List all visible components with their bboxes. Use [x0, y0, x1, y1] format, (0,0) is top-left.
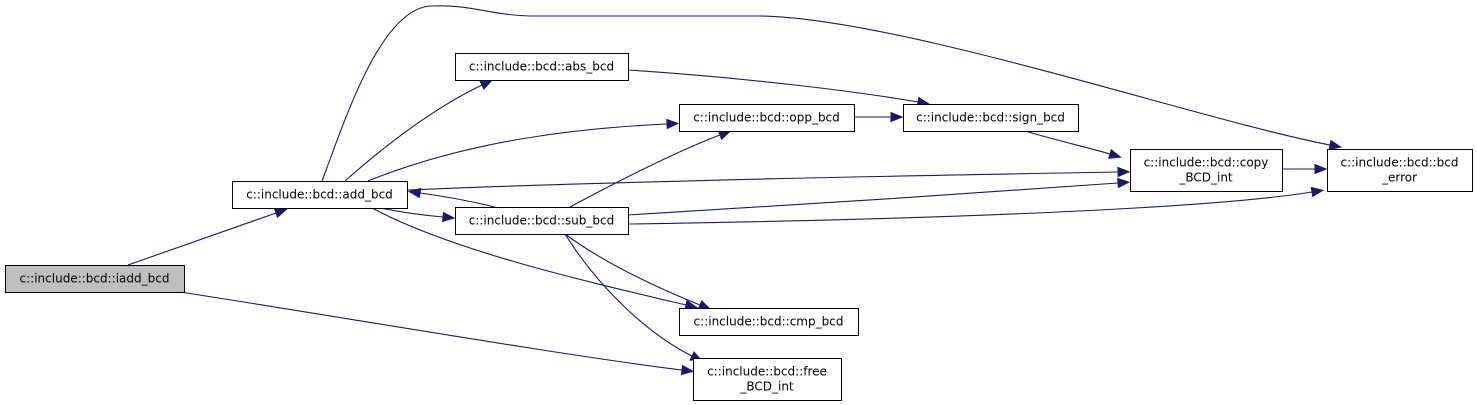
- node-label: _error: [1381, 171, 1417, 185]
- edge-line: [379, 207, 444, 218]
- edge-line: [406, 171, 1119, 191]
- node-box[interactable]: [679, 308, 859, 336]
- edge-line: [564, 233, 701, 306]
- arrowhead-icon: [479, 79, 494, 90]
- node-copy_BCD_int[interactable]: c::include::bcd::copy_BCD_int: [1130, 149, 1283, 192]
- edge-line: [419, 192, 496, 208]
- edge-add_bcd-to-abs_bcd: [344, 79, 494, 182]
- edge-line: [627, 69, 919, 103]
- edges-layer: [127, 5, 1343, 376]
- edge-add_bcd-to-opp_bcd: [367, 118, 680, 182]
- node-box[interactable]: [232, 181, 408, 209]
- node-label: c::include::bcd::cmp_bcd: [694, 315, 844, 329]
- node-label: c::include::bcd::free: [707, 365, 827, 379]
- edge-line: [179, 291, 683, 371]
- node-label: _BCD_int: [739, 380, 794, 394]
- edge-abs_bcd-to-sign_bcd: [627, 69, 931, 108]
- edge-line: [569, 134, 721, 208]
- node-label: c::include::bcd::copy: [1144, 156, 1269, 170]
- edge-add_bcd-to-copy_BCD_int: [406, 166, 1131, 191]
- arrowhead-icon: [1314, 163, 1328, 175]
- edge-line: [1024, 130, 1111, 155]
- node-label: _BCD_int: [1178, 171, 1233, 185]
- arrowhead-icon: [697, 299, 712, 310]
- arrowhead-icon: [1310, 186, 1325, 198]
- arrowhead-icon: [680, 364, 695, 376]
- arrowhead-icon: [442, 211, 456, 223]
- node-label: c::include::bcd::bcd: [1341, 156, 1459, 170]
- edge-sub_bcd-to-add_bcd: [407, 187, 496, 208]
- edge-line: [627, 191, 1313, 225]
- arrowhead-icon: [1117, 177, 1131, 189]
- arrowhead-icon: [1328, 139, 1343, 151]
- edge-sub_bcd-to-copy_BCD_int: [627, 177, 1131, 216]
- edge-opp_bcd-to-sign_bcd: [854, 111, 904, 123]
- arrowhead-icon: [273, 208, 288, 219]
- arrowhead-icon: [407, 187, 422, 199]
- node-box[interactable]: [1130, 149, 1283, 192]
- node-abs_bcd[interactable]: c::include::bcd::abs_bcd: [455, 53, 629, 81]
- edge-line: [627, 182, 1119, 216]
- arrowhead-icon: [890, 111, 904, 123]
- node-iadd_bcd[interactable]: c::include::bcd::iadd_bcd: [5, 265, 185, 293]
- edge-add_bcd-to-sub_bcd: [379, 207, 456, 223]
- node-label: c::include::bcd::sign_bcd: [916, 111, 1065, 125]
- arrowhead-icon: [1117, 166, 1131, 178]
- node-box[interactable]: [1327, 149, 1473, 192]
- edge-copy_BCD_int-to-bcd_error: [1282, 163, 1328, 175]
- edge-line: [371, 207, 687, 306]
- node-free_BCD_int[interactable]: c::include::bcd::free_BCD_int: [693, 358, 842, 401]
- node-box[interactable]: [5, 265, 185, 293]
- edge-sign_bcd-to-copy_BCD_int: [1024, 130, 1122, 159]
- edge-iadd_bcd-to-add_bcd: [127, 208, 288, 266]
- node-sub_bcd[interactable]: c::include::bcd::sub_bcd: [455, 207, 629, 235]
- edge-line: [127, 212, 277, 266]
- edge-add_bcd-to-bcd_error: [321, 5, 1343, 182]
- node-label: c::include::bcd::opp_bcd: [693, 111, 840, 125]
- edge-line: [344, 84, 483, 182]
- edge-line: [321, 5, 1331, 182]
- node-opp_bcd[interactable]: c::include::bcd::opp_bcd: [679, 104, 855, 132]
- edge-sub_bcd-to-bcd_error: [627, 186, 1325, 225]
- arrowhead-icon: [717, 130, 732, 141]
- node-label: c::include::bcd::sub_bcd: [469, 214, 614, 228]
- edge-sub_bcd-to-cmp_bcd: [564, 233, 712, 310]
- nodes-layer: c::include::bcd::iadd_bcdc::include::bcd…: [5, 53, 1473, 401]
- node-sign_bcd[interactable]: c::include::bcd::sign_bcd: [903, 104, 1079, 132]
- edge-sub_bcd-to-opp_bcd: [569, 130, 732, 208]
- node-label: c::include::bcd::abs_bcd: [469, 60, 614, 74]
- arrowhead-icon: [1108, 148, 1122, 159]
- node-box[interactable]: [693, 358, 842, 401]
- edge-iadd_bcd-to-free_BCD_int: [179, 291, 695, 376]
- node-box[interactable]: [679, 104, 855, 132]
- node-label: c::include::bcd::add_bcd: [246, 188, 393, 202]
- node-box[interactable]: [455, 207, 629, 235]
- node-add_bcd[interactable]: c::include::bcd::add_bcd: [232, 181, 408, 209]
- node-bcd_error[interactable]: c::include::bcd::bcd_error: [1327, 149, 1473, 192]
- node-cmp_bcd[interactable]: c::include::bcd::cmp_bcd: [679, 308, 859, 336]
- arrowhead-icon: [666, 118, 680, 130]
- node-box[interactable]: [455, 53, 629, 81]
- edge-line: [367, 123, 668, 182]
- node-label: c::include::bcd::iadd_bcd: [20, 272, 170, 286]
- edge-line: [564, 233, 693, 357]
- node-box[interactable]: [903, 104, 1079, 132]
